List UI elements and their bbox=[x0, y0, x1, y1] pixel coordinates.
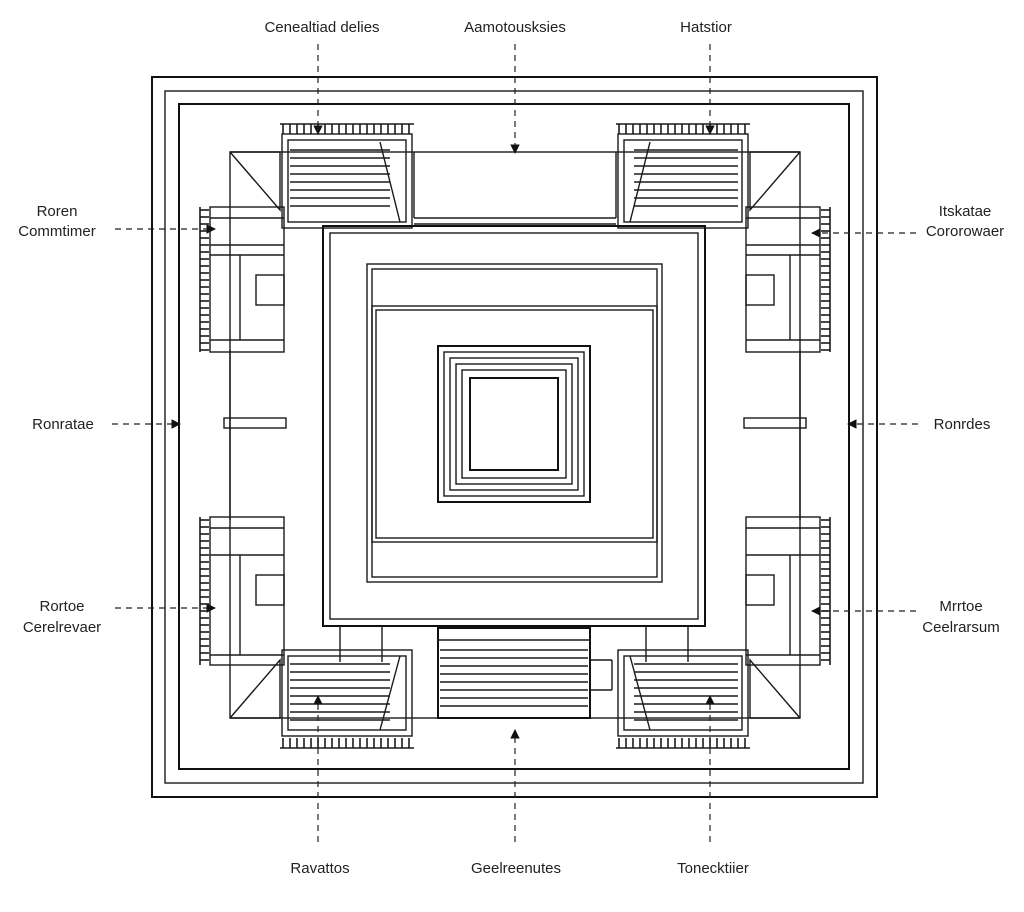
label-bottom-left: Ravattos bbox=[290, 860, 349, 877]
label-left-middle: Ronratae bbox=[32, 416, 94, 433]
corner-towers bbox=[281, 133, 749, 737]
inner-walls bbox=[223, 151, 807, 719]
label-top-left: Cenealtiad delies bbox=[264, 19, 379, 36]
label-left-upper-2: Commtimer bbox=[18, 223, 96, 240]
central-keep bbox=[322, 225, 706, 662]
label-left-upper-1: Roren bbox=[37, 203, 78, 220]
label-top-center: Aamotousksies bbox=[464, 19, 566, 36]
label-top-right: Hatstior bbox=[680, 19, 732, 36]
label-right-lower-2: Ceelrarsum bbox=[922, 619, 1000, 636]
label-right-middle: Ronrdes bbox=[934, 416, 991, 433]
leader-lines bbox=[112, 44, 918, 842]
label-left-lower-2: Cerelrevaer bbox=[23, 619, 101, 636]
label-right-upper-2: Cororowaer bbox=[926, 223, 1004, 240]
side-bastions bbox=[209, 151, 821, 719]
label-right-upper-1: Itskatae bbox=[939, 203, 992, 220]
inner-sanctum bbox=[437, 345, 591, 503]
outer-walls bbox=[151, 76, 878, 798]
label-bottom-center: Geelreenutes bbox=[471, 860, 561, 877]
structural-details bbox=[199, 123, 831, 749]
south-gate bbox=[437, 627, 613, 719]
callout-labels: Cenealtiad delies Aamotousksies Hatstior… bbox=[18, 19, 1004, 877]
label-bottom-right: Tonecktiier bbox=[677, 860, 749, 877]
detail-line bbox=[629, 141, 651, 223]
detail-line bbox=[379, 655, 401, 731]
label-left-lower-1: Rortoe bbox=[39, 598, 84, 615]
label-right-lower-1: Mrrtoe bbox=[939, 598, 982, 615]
detail-line bbox=[629, 655, 651, 731]
detail-line bbox=[379, 141, 401, 223]
